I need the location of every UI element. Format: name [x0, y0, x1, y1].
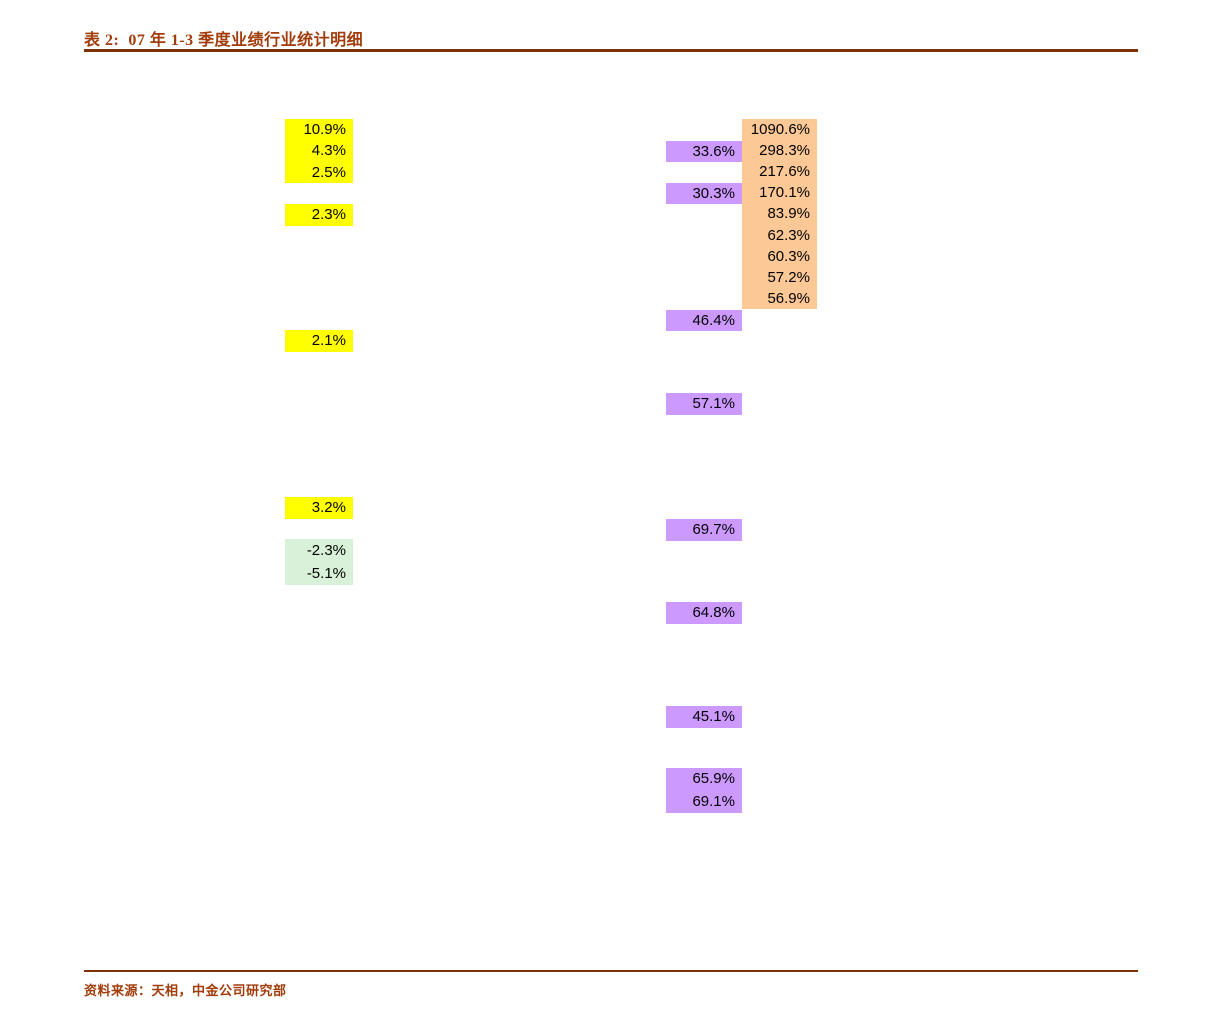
cell-value: 217.6%: [759, 163, 810, 181]
yellow-highlight-block-top: 10.9% 4.3% 2.5%: [285, 119, 353, 183]
cell-value: 57.1%: [692, 395, 735, 412]
cell-value: 62.3%: [767, 226, 810, 244]
cell-value: 2.1%: [311, 332, 346, 349]
yellow-highlight-3-2: 3.2%: [285, 497, 353, 519]
cell-value: -5.1%: [306, 565, 346, 582]
purple-highlight-46-4: 46.4%: [666, 310, 742, 331]
purple-highlight-block-bottom: 65.9% 69.1%: [666, 768, 742, 813]
cell-value: 33.6%: [692, 143, 735, 160]
cell-value: 3.2%: [311, 499, 346, 516]
cell-value: 45.1%: [692, 708, 735, 725]
cell-value: 298.3%: [759, 142, 810, 160]
purple-highlight-69-7: 69.7%: [666, 519, 742, 541]
cell-value: 56.9%: [767, 289, 810, 307]
cell-value: 83.9%: [767, 205, 810, 223]
footer-divider-line: [84, 970, 1138, 972]
cell-value: 60.3%: [767, 247, 810, 265]
cell-value: 69.7%: [692, 521, 735, 538]
cell-value: 170.1%: [759, 184, 810, 202]
cell-value: 57.2%: [767, 268, 810, 286]
cell-value: 10.9%: [303, 121, 346, 138]
cell-value: 64.8%: [692, 604, 735, 621]
purple-highlight-57-1: 57.1%: [666, 393, 742, 415]
purple-highlight-33-6: 33.6%: [666, 141, 742, 162]
purple-highlight-64-8: 64.8%: [666, 602, 742, 624]
cell-value: 65.9%: [692, 770, 735, 787]
cell-value: 30.3%: [692, 185, 735, 202]
cell-value: 4.3%: [311, 142, 346, 160]
yellow-highlight-2-3: 2.3%: [285, 204, 353, 226]
cell-value: 69.1%: [692, 792, 735, 810]
purple-highlight-45-1: 45.1%: [666, 706, 742, 728]
cell-value: 46.4%: [692, 312, 735, 329]
purple-highlight-30-3: 30.3%: [666, 183, 742, 204]
table-title: 表 2: 07 年 1-3 季度业绩行业统计明细: [84, 32, 364, 49]
data-source-note: 资料来源：天相，中金公司研究部: [84, 983, 287, 998]
cell-value: 2.5%: [311, 163, 346, 181]
green-highlight-block: -2.3% -5.1%: [285, 539, 353, 585]
cell-value: -2.3%: [306, 542, 346, 559]
title-divider-line: [84, 49, 1138, 52]
orange-highlight-block: 1090.6% 298.3% 217.6% 170.1% 83.9% 62.3% 60.3%…: [742, 119, 817, 309]
cell-value: 2.3%: [311, 206, 346, 223]
yellow-highlight-2-1: 2.1%: [285, 330, 353, 352]
cell-value: 1090.6%: [750, 121, 810, 138]
